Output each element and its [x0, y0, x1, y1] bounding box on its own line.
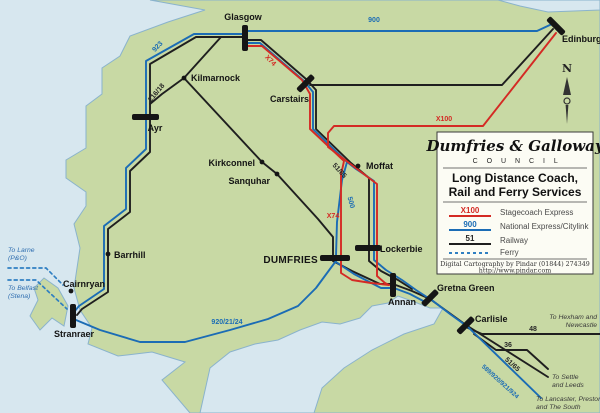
- coach-500-moffat-dumfries: [335, 161, 348, 257]
- legend-frame: [436, 131, 594, 275]
- town-label-carlisle: Carlisle: [475, 314, 508, 324]
- town-label-cairnryan: Cairnryan: [63, 279, 105, 289]
- town-label-carstairs: Carstairs: [270, 94, 309, 104]
- town-label-edinburgh: Edinburgh: [562, 34, 600, 44]
- town-label-moffat: Moffat: [366, 161, 393, 171]
- railway-kilmarnock-ayr: [149, 77, 185, 105]
- town-dot-cairnryan: [68, 288, 74, 294]
- town-dot-kilmarnock: [181, 75, 187, 81]
- note-settle-line1: To Settle: [552, 374, 579, 381]
- express-x100: [327, 32, 557, 286]
- station-bar-edinburgh: [546, 16, 566, 36]
- compass-needle-top-icon: [563, 77, 571, 95]
- compass-north-arrow: N: [562, 62, 572, 124]
- town-dot-moffat: [355, 163, 361, 169]
- legend-code-railway: 51: [466, 234, 475, 243]
- note-lancaster-line1: To Lancaster, Preston: [536, 396, 600, 403]
- station-bar-glasgow: [242, 25, 248, 51]
- station-bar-carlisle: [456, 316, 475, 335]
- note-larne-line1: To Larne: [8, 247, 35, 254]
- route-label-500: 500: [346, 196, 356, 209]
- station-bar-carstairs: [296, 74, 315, 93]
- station-bar-gretna-green: [421, 289, 439, 307]
- railway-carstairs-edinburgh: [309, 28, 554, 86]
- legend: Dumfries & Galloway C O U N C I L Long D…: [425, 131, 600, 275]
- legend-code-national-express: 900: [463, 220, 477, 229]
- coach-920-coastal: [75, 260, 337, 343]
- legend-org-subtitle: C O U N C I L: [473, 158, 562, 165]
- coach-900-glasgow-edinburgh: [245, 23, 553, 32]
- legend-org-name: Dumfries & Galloway: [425, 137, 600, 155]
- legend-credit-line1: Digital Cartography by Pindar (01844) 27…: [440, 261, 589, 268]
- note-belfast-line2: (Stena): [8, 293, 30, 300]
- route-label-900: 900: [368, 17, 380, 24]
- route-label-48: 48: [529, 326, 537, 333]
- town-label-glasgow: Glasgow: [224, 12, 263, 22]
- coach-glasgow-carstairs: [245, 42, 348, 163]
- town-label-kilmarnock: Kilmarnock: [191, 73, 241, 83]
- town-label-annan: Annan: [388, 297, 416, 307]
- legend-code-stagecoach: X100: [461, 206, 480, 215]
- water-notch-topright: [497, 0, 600, 13]
- legend-label-stagecoach: Stagecoach Express: [500, 208, 573, 217]
- town-label-ayr: Ayr: [148, 123, 163, 133]
- solway-firth-water: [199, 295, 444, 413]
- note-hexham-line1: To Hexham and: [549, 314, 597, 321]
- town-label-sanquhar: Sanquhar: [228, 176, 270, 186]
- railway-glasgow-kilmarnock: [183, 36, 222, 79]
- legend-title-line2: Rail and Ferry Services: [449, 185, 582, 199]
- note-lancaster-line2: and The South: [536, 404, 581, 411]
- route-label-36: 36: [504, 342, 512, 349]
- town-label-lockerbie: Lockerbie: [380, 244, 423, 254]
- compass-hub-icon: [563, 97, 571, 105]
- route-label-920-21-24: 920/21/24: [211, 319, 242, 326]
- mainland-landmass: [65, 0, 600, 413]
- peninsula-landmass: [29, 277, 69, 331]
- town-label-gretna-green: Gretna Green: [437, 283, 495, 293]
- ferry-route-belfast: [7, 279, 68, 310]
- railway-route-36: [473, 333, 549, 370]
- station-bar-stranraer: [70, 304, 76, 328]
- station-bar-ayr: [132, 114, 159, 120]
- compass-n-label: N: [562, 62, 572, 75]
- railway-route-48: [467, 327, 600, 335]
- railway-nith-valley: [183, 77, 334, 256]
- ferry-route-larne: [7, 267, 64, 286]
- station-bar-lockerbie: [355, 245, 381, 251]
- route-label-x100: X100: [436, 116, 452, 123]
- legend-label-railway: Railway: [500, 236, 528, 245]
- railway-glasgow-ayr-stranraer: [76, 36, 247, 316]
- town-dot-kirkconnel: [259, 159, 265, 165]
- town-label-kirkconnel: Kirkconnel: [208, 158, 255, 168]
- town-label-stranraer: Stranraer: [54, 329, 95, 339]
- note-larne-line2: (P&O): [8, 255, 27, 262]
- legend-label-ferry: Ferry: [500, 248, 519, 257]
- town-label-barrhill: Barrhill: [114, 250, 146, 260]
- route-label-x74-south: X74: [327, 213, 340, 220]
- legend-credit-line2: http://www.pindar.com: [479, 268, 551, 275]
- station-bar-annan: [390, 273, 396, 297]
- town-dot-barrhill: [105, 251, 111, 257]
- coach-923-glasgow-stranraer: [73, 33, 247, 313]
- station-bar-dumfries: [320, 255, 350, 261]
- legend-title-line1: Long Distance Coach,: [452, 171, 578, 185]
- note-belfast-line1: To Belfast: [8, 285, 39, 292]
- coach-dumfries-gretna-coast: [335, 261, 428, 304]
- town-dot-sanquhar: [274, 171, 280, 177]
- note-settle-line2: and Leeds: [552, 382, 584, 389]
- express-x74: [247, 45, 390, 286]
- town-label-dumfries: DUMFRIES: [263, 255, 318, 266]
- note-hexham-line2: Newcastle: [566, 322, 598, 329]
- compass-needle-bottom-icon: [565, 105, 569, 124]
- legend-label-national-express: National Express/Citylink: [500, 222, 589, 231]
